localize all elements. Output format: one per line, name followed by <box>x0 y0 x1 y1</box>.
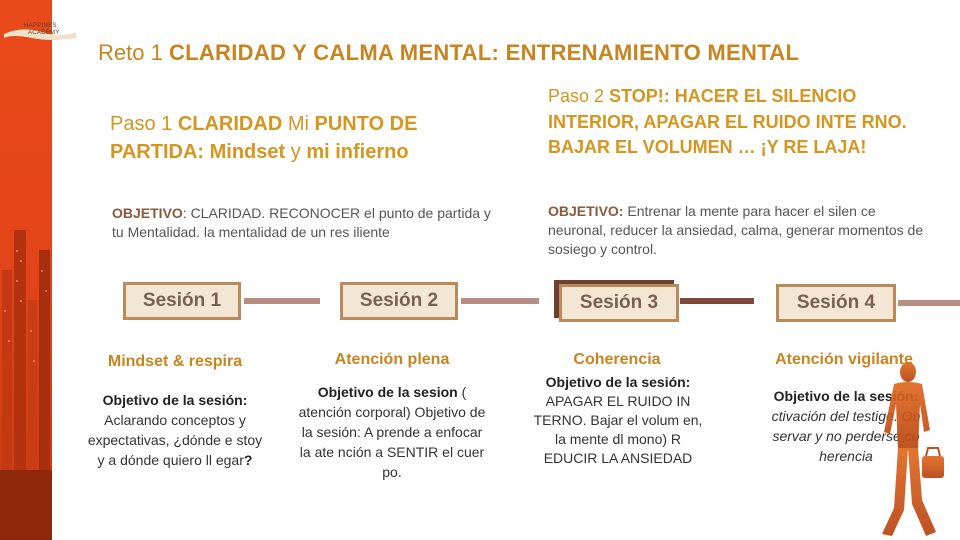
timeline-connector <box>680 298 754 304</box>
session-1-desc-body: Aclarando conceptos y expectativas, ¿dón… <box>87 412 263 468</box>
title-bold: CLARIDAD Y CALMA MENTAL: ENTRENAMIENTO M… <box>168 40 800 65</box>
session-1-subtitle: Mindset & respira <box>107 353 243 370</box>
paso1-bold2: PUNTO DE PARTIDA: Mindset <box>110 113 418 163</box>
objetivo2-text: OBJETIVO: Entrenar la mente para hacer e… <box>548 202 928 259</box>
objetivo1-text: OBJETIVO: CLARIDAD. RECONOCER el punto d… <box>112 204 492 242</box>
paso2-bold1: STOP!: HACER EL SILENCIO INTERIOR, APAGA… <box>548 86 907 157</box>
objetivo1-label: OBJETIVO <box>112 205 183 221</box>
session-2-desc-label: Objetivo de la sesion <box>317 384 458 400</box>
session-4-box[interactable]: Sesión 4 <box>776 284 896 322</box>
session-4-desc-body: ctivación del testigo. Ob servar y no pe… <box>771 408 921 464</box>
session-1-desc-label: Objetivo de la sesión: <box>102 392 248 408</box>
session-4-description: Objetivo de la sesión: ctivación del tes… <box>756 386 936 466</box>
session-2-box[interactable]: Sesión 2 <box>340 282 458 320</box>
paso2-part1: Paso 2 <box>548 86 610 106</box>
session-2-desc-body: ( atención corporal) Objetivo de la sesi… <box>298 384 486 480</box>
session-2-label: Sesión 2 <box>359 290 439 311</box>
session-3-description: Objetivo de la sesión: APAGAR EL RUIDO I… <box>528 373 708 468</box>
timeline-connector <box>898 300 960 306</box>
objetivo1-body: : CLARIDAD. RECONOCER el punto de partid… <box>112 205 491 240</box>
city-skyline-image <box>0 210 52 540</box>
session-1-box[interactable]: Sesión 1 <box>123 282 241 320</box>
paso1-bold1: CLARIDAD <box>177 113 283 135</box>
session-4-desc-label: Objetivo de la sesión: <box>773 388 919 404</box>
title-prefix: Reto 1 <box>98 40 169 65</box>
paso2-heading: Paso 2 STOP!: HACER EL SILENCIO INTERIOR… <box>548 84 928 161</box>
session-1-label: Sesión 1 <box>142 290 222 311</box>
paso1-bold3: mi infierno <box>306 141 409 163</box>
session-3-desc-body: APAGAR EL RUIDO IN TERNO. Bajar el volum… <box>533 393 703 466</box>
paso1-part2: Mi <box>282 113 315 135</box>
timeline-connector <box>461 298 539 304</box>
session-3-label: Sesión 3 <box>579 292 659 313</box>
session-4-subtitle: Atención vigilante <box>775 351 913 368</box>
session-2-subtitle: Atención plena <box>334 351 450 368</box>
session-3-desc-label: Objetivo de la sesión: <box>545 374 691 390</box>
session-3-box[interactable]: Sesión 3 <box>559 284 679 322</box>
paso1-heading: Paso 1 CLARIDAD Mi PUNTO DE PARTIDA: Min… <box>110 110 510 166</box>
logo-text-line1: HAPPINES <box>24 23 57 29</box>
paso1-part1: Paso 1 <box>110 113 178 135</box>
happines-academy-logo: HAPPINES ACADEMY <box>2 20 78 44</box>
session-1-desc-tail: ? <box>243 452 253 468</box>
session-1-description: Objetivo de la sesión: Aclarando concept… <box>84 390 266 470</box>
page-title: Reto 1 CLARIDAD Y CALMA MENTAL: ENTRENAM… <box>98 40 799 66</box>
session-4-label: Sesión 4 <box>796 292 876 313</box>
session-3-subtitle: Coherencia <box>573 351 661 368</box>
logo-text-line2: ACADEMY <box>28 30 60 36</box>
paso1-part3: y <box>285 141 307 163</box>
timeline-connector <box>244 298 320 304</box>
businessman-figure-image <box>882 362 944 536</box>
objetivo2-body: Entrenar la mente para hacer el silen ce… <box>548 203 924 257</box>
objetivo2-label: OBJETIVO: <box>548 203 624 219</box>
session-2-description: Objetivo de la sesion ( atención corpora… <box>298 382 486 482</box>
